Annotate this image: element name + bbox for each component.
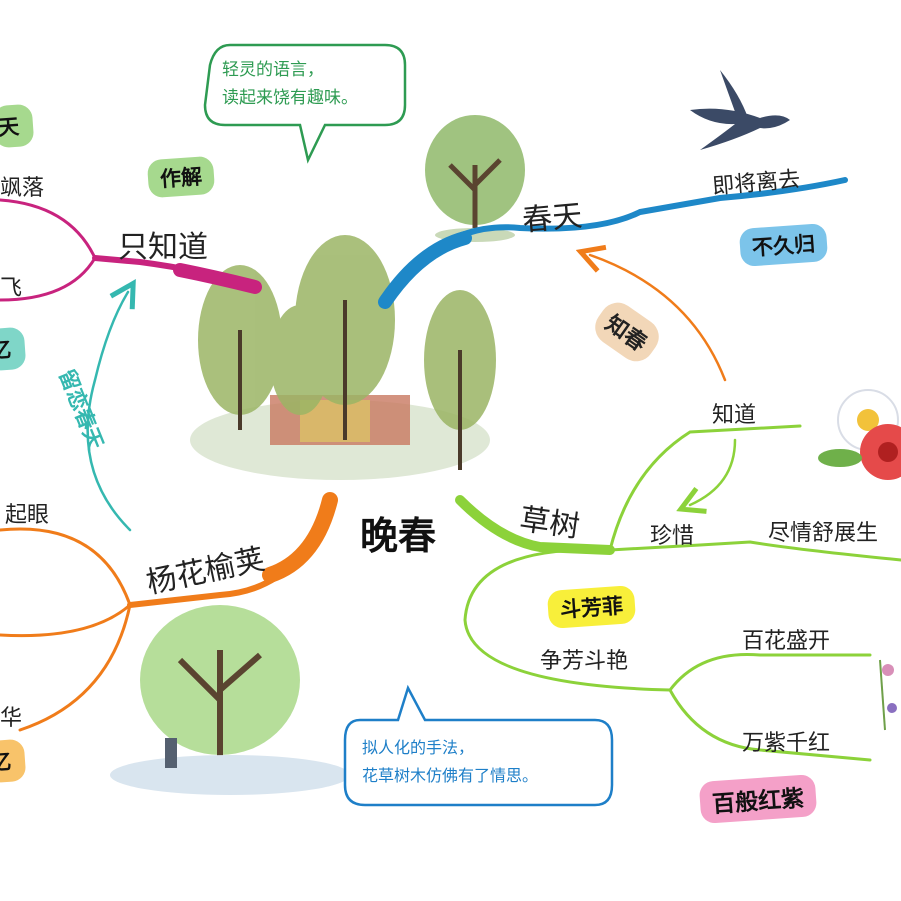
tag-zuojie[interactable]: 作解 (146, 155, 216, 199)
tag-doufangfei[interactable]: 斗芳菲 (546, 585, 637, 629)
bubble-top-text: 轻灵的语言， 读起来饶有趣味。 (222, 60, 358, 108)
swallow-illustration (690, 70, 790, 150)
bubble-bottom-text: 拟人化的手法， 花草树木仿佛有了情思。 (362, 738, 539, 785)
leaf-zhengfang-douyan[interactable]: 争芳斗艳 (540, 649, 629, 674)
leaf-qiyan[interactable]: 起眼 (5, 503, 50, 528)
leaf-hua[interactable]: 华 (0, 706, 23, 731)
leaf-zhidao[interactable]: 知道 (712, 403, 757, 428)
arrow-zhichun (590, 255, 727, 382)
leaf-sa-luo[interactable]: 飒落 (0, 176, 45, 201)
central-topic[interactable]: 晚春 (360, 513, 437, 558)
branch-caoshu[interactable]: 草树 (517, 501, 582, 545)
leaf-fei[interactable]: 飞 (0, 276, 23, 301)
branch-chuntian[interactable]: 春天 (520, 198, 584, 239)
branch-zhizhidao[interactable]: 只知道 (118, 230, 208, 265)
leaf-zhenxi[interactable]: 珍惜 (650, 524, 695, 549)
arrow-liulian (86, 292, 130, 532)
small-flowers-illustration (879, 659, 897, 731)
willow-illustration (110, 605, 350, 795)
bubble-bottom-shape (343, 684, 614, 807)
tag-edge-tian[interactable]: 天 (0, 103, 35, 149)
arrow-zhidao-zhenxi (690, 438, 737, 505)
tag-baiban-hongzi[interactable]: 百般红紫 (698, 774, 818, 824)
central-landscape-illustration (190, 235, 496, 480)
chrysanthemum-illustration (818, 389, 901, 480)
tree-illustration (425, 115, 525, 242)
bubble-top-shape (203, 43, 407, 164)
leaf-baihua-shengkai[interactable]: 百花盛开 (742, 629, 831, 654)
leaf-wanzi-qianhong[interactable]: 万紫千红 (742, 731, 831, 756)
branch-caoshu-line (455, 495, 615, 555)
tag-bujiugui[interactable]: 不久归 (738, 223, 829, 267)
leaf-jinqing-shuzhan[interactable]: 尽情舒展生 (768, 521, 879, 546)
